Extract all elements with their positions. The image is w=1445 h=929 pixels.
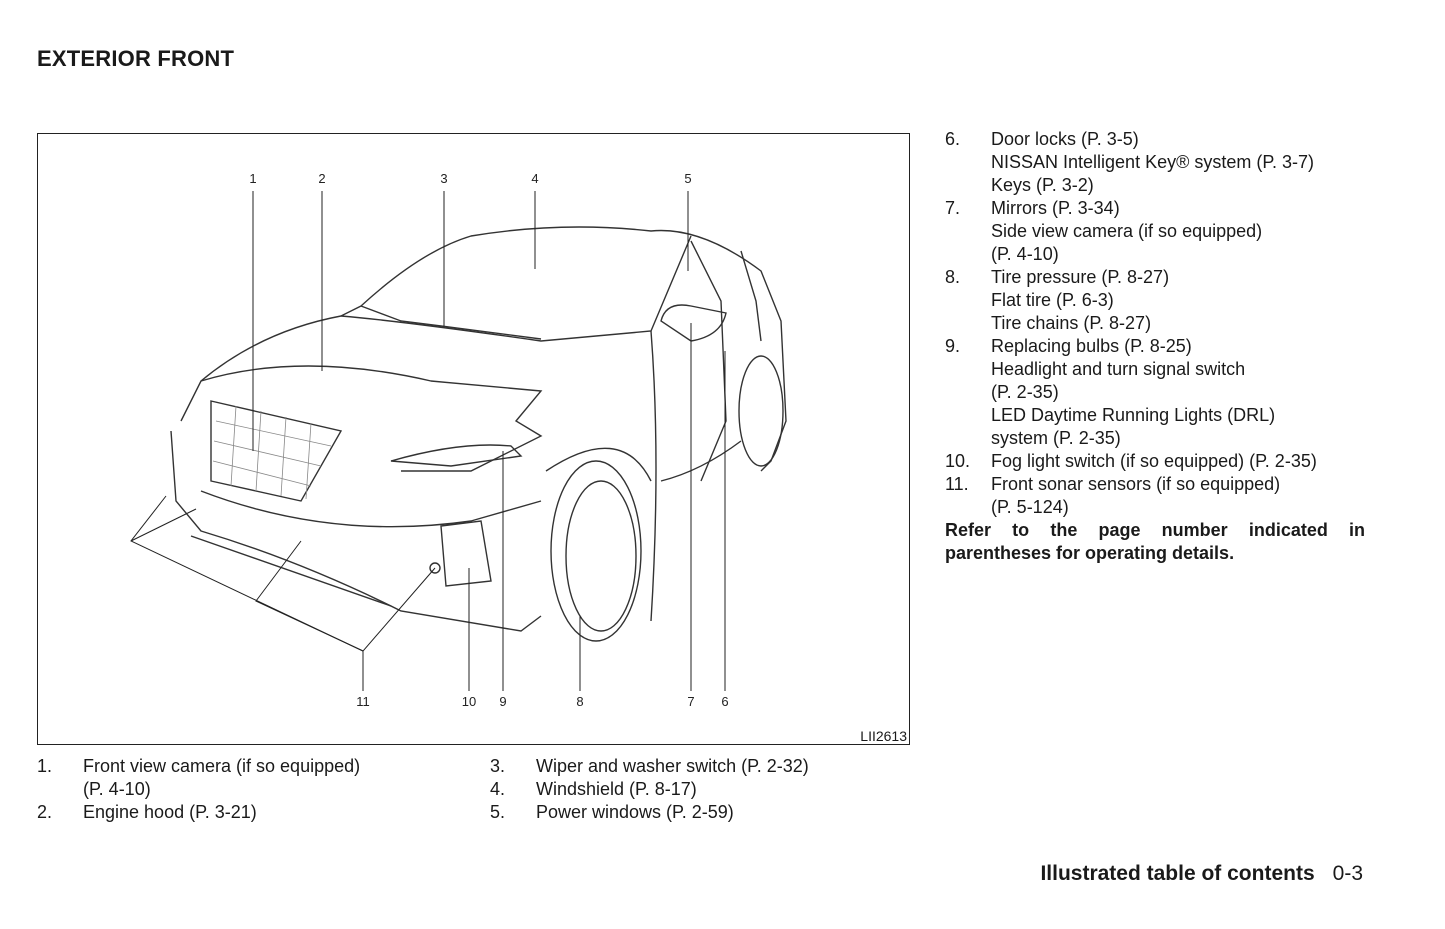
item-text: Windshield (P. 8-17): [536, 779, 697, 799]
item-text: Wiper and washer switch (P. 2-32): [536, 756, 809, 776]
item-number: 11.: [945, 474, 969, 494]
car-illustration: 1 2 3 4 5 6 7 8 9 10 11: [130, 171, 787, 709]
figure-code: LII2613: [860, 728, 907, 744]
callout-9: 9: [499, 694, 506, 709]
item-text: (P. 4-10): [991, 244, 1059, 264]
item-text: Door locks (P. 3-5): [991, 129, 1139, 149]
legend-item: 5. Power windows (P. 2-59): [490, 801, 910, 824]
legend-item: 9. Replacing bulbs (P. 8-25) Headlight an…: [945, 335, 1365, 450]
item-text: Flat tire (P. 6-3): [991, 290, 1114, 310]
item-text: Side view camera (if so equipped): [991, 221, 1263, 241]
page-title: EXTERIOR FRONT: [37, 46, 235, 71]
item-text: Front sonar sensors (if so equipped): [991, 474, 1281, 494]
callout-3: 3: [440, 171, 447, 186]
callout-4: 4: [531, 171, 538, 186]
legend-item: 8. Tire pressure (P. 8-27) Flat tire (P. …: [945, 266, 1365, 335]
item-number: 5.: [490, 802, 506, 822]
item-text: (P. 2-35): [991, 382, 1059, 402]
item-text: NISSAN Intelligent Key® system (P. 3-7): [991, 152, 1315, 172]
item-text: Power windows (P. 2-59): [536, 802, 734, 822]
callout-10: 10: [462, 694, 476, 709]
item-text: (P. 4-10): [83, 779, 151, 799]
callout-11: 11: [356, 694, 370, 709]
item-text: Headlight and turn signal switch: [991, 359, 1246, 379]
item-number: 9.: [945, 336, 961, 356]
item-number: 1.: [37, 756, 53, 776]
callout-6: 6: [721, 694, 728, 709]
item-number: 3.: [490, 756, 506, 776]
page-number: 0-3: [1332, 862, 1363, 885]
item-text: Tire chains (P. 8-27): [991, 313, 1152, 333]
item-number: 8.: [945, 267, 961, 287]
legend-list-left: 1. Front view camera (if so equipped) (P.…: [37, 755, 457, 824]
item-text: Tire pressure (P. 8-27): [991, 267, 1170, 287]
item-number: 7.: [945, 198, 961, 218]
legend-list-middle: 3. Wiper and washer switch (P. 2-32) 4. Wi…: [490, 755, 910, 824]
item-number: 10.: [945, 451, 971, 471]
operating-note-line-1: Refer to the page number indicated in: [945, 520, 1365, 540]
item-number: 4.: [490, 779, 506, 799]
legend-item: 1. Front view camera (if so equipped) (P.…: [37, 755, 457, 801]
item-text: Replacing bulbs (P. 8-25): [991, 336, 1192, 356]
operating-note-line-2: parentheses for operating details.: [945, 543, 1235, 563]
legend-item: 2. Engine hood (P. 3-21): [37, 801, 457, 824]
item-text: LED Daytime Running Lights (DRL): [991, 405, 1276, 425]
item-text: Fog light switch (if so equipped) (P. 2-…: [991, 451, 1317, 471]
item-number: 6.: [945, 129, 961, 149]
callout-1: 1: [249, 171, 256, 186]
legend-list-right: 6. Door locks (P. 3-5) NISSAN Intelligent…: [945, 128, 1365, 565]
item-text: Mirrors (P. 3-34): [991, 198, 1120, 218]
legend-item: 3. Wiper and washer switch (P. 2-32): [490, 755, 910, 778]
callout-2: 2: [318, 171, 325, 186]
item-text: Engine hood (P. 3-21): [83, 802, 257, 822]
exterior-front-figure: 1 2 3 4 5 6 7 8 9 10 11 LII2613: [37, 133, 910, 745]
footer-section: Illustrated table of contents: [1040, 862, 1315, 885]
legend-item: 11. Front sonar sensors (if so equipped)…: [945, 473, 1365, 519]
item-number: 2.: [37, 802, 53, 822]
legend-item: 6. Door locks (P. 3-5) NISSAN Intelligent…: [945, 128, 1365, 197]
callout-8: 8: [576, 694, 583, 709]
page-footer: Illustrated table of contents 0-3: [1040, 862, 1363, 886]
legend-item: 10. Fog light switch (if so equipped) (P…: [945, 450, 1365, 473]
item-text: system (P. 2-35): [991, 428, 1121, 448]
item-text: (P. 5-124): [991, 497, 1069, 517]
callout-7: 7: [687, 694, 694, 709]
legend-item: 7. Mirrors (P. 3-34) Side view camera (if…: [945, 197, 1365, 266]
callout-5: 5: [684, 171, 691, 186]
legend-item: 4. Windshield (P. 8-17): [490, 778, 910, 801]
item-text: Keys (P. 3-2): [991, 175, 1094, 195]
item-text: Front view camera (if so equipped): [83, 756, 361, 776]
